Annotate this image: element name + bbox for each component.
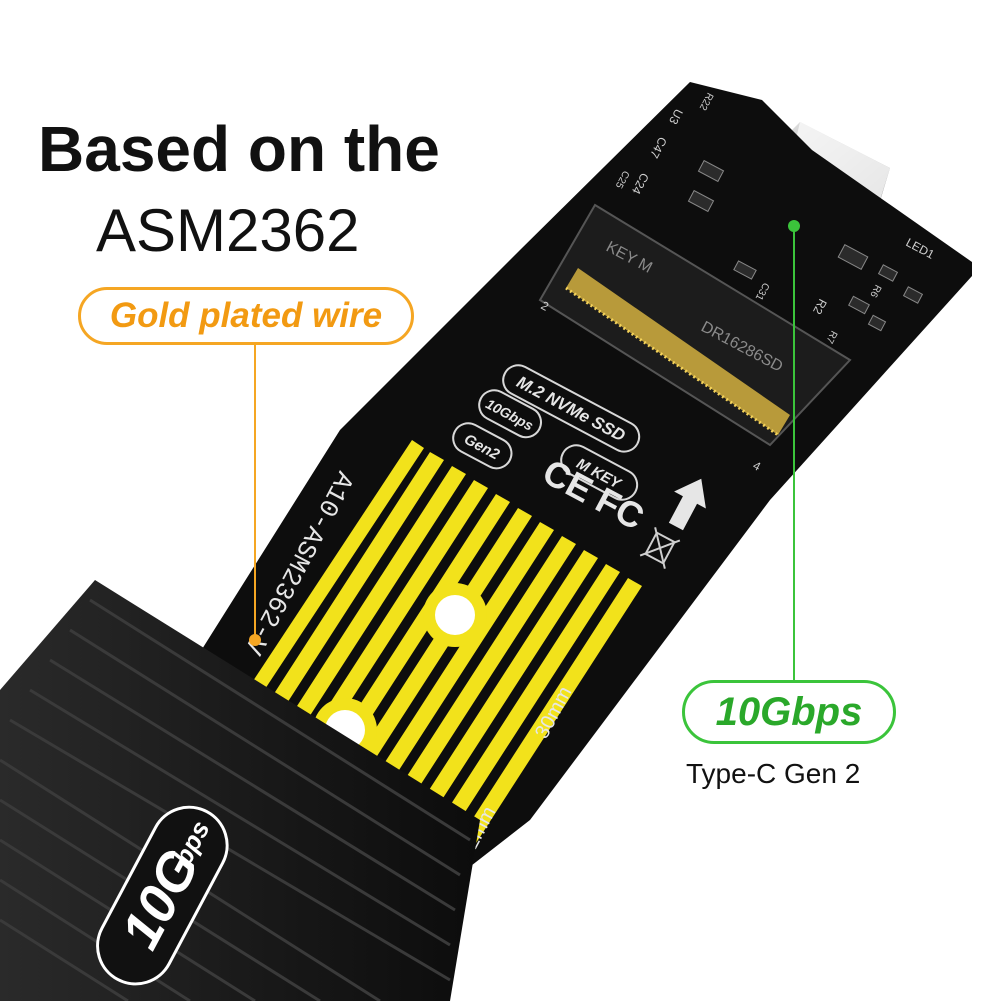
component-r6: R6 bbox=[867, 283, 883, 300]
speed-sublabel: Type-C Gen 2 bbox=[686, 758, 861, 789]
m2-slot bbox=[538, 203, 852, 447]
component-r7: R7 bbox=[823, 329, 839, 346]
pcb-board: KEY M DR16286SD LED1 2 4 U3 R22 C47 C25 … bbox=[170, 82, 972, 890]
speed-callout: 10Gbps bbox=[682, 680, 896, 744]
smd-components bbox=[687, 159, 924, 332]
aluminum-enclosure: 10G bps bbox=[0, 580, 480, 1001]
insert-arrow-icon bbox=[668, 478, 706, 531]
component-u3: U3 bbox=[666, 107, 686, 127]
gold-plated-label: Gold plated wire bbox=[109, 296, 383, 335]
weee-bin-icon bbox=[639, 527, 681, 569]
speed-label: 10Gbps bbox=[715, 689, 863, 734]
gold-fingers bbox=[224, 440, 642, 871]
speed-leader-line bbox=[788, 220, 800, 680]
headline-line-1: Based on the bbox=[38, 113, 440, 185]
gold-plated-callout: Gold plated wire bbox=[78, 287, 414, 345]
gold-leader-line bbox=[249, 345, 261, 646]
component-r2: R2 bbox=[810, 297, 830, 317]
headline-line-2: ASM2362 bbox=[96, 197, 360, 264]
mount-hole-30mm bbox=[435, 595, 475, 635]
